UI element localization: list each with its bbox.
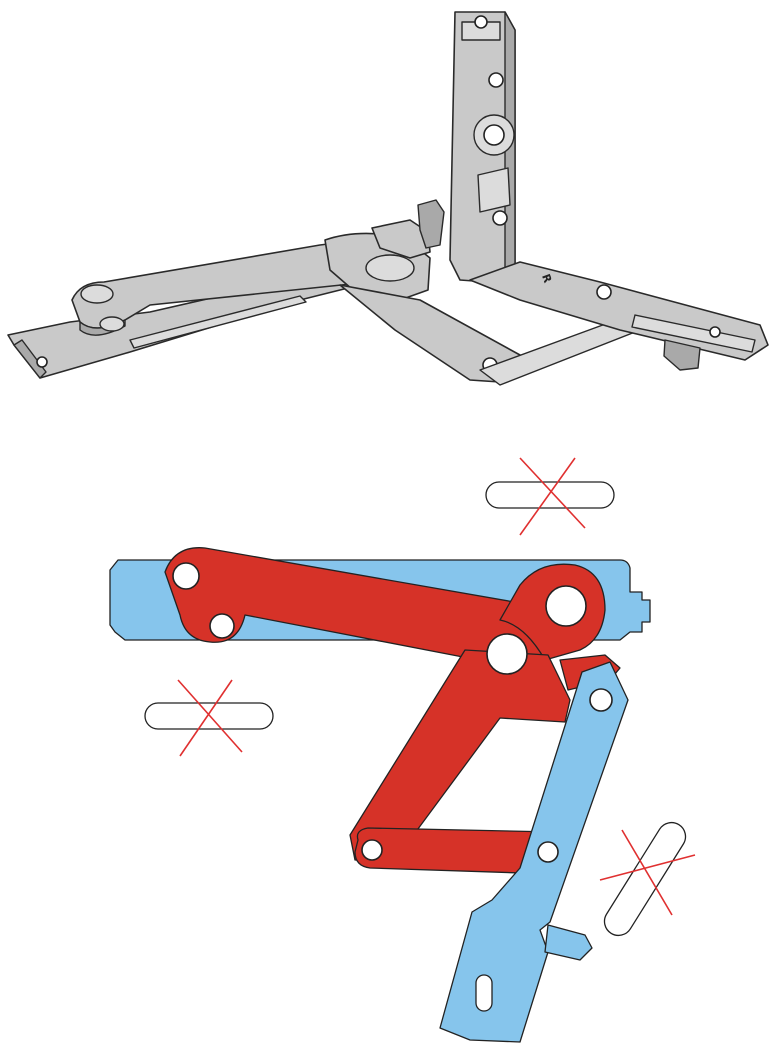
pivot-holes	[172, 562, 613, 863]
right-arm: R	[469, 261, 769, 371]
left-rail	[7, 267, 361, 379]
hinge-3d-render: R	[7, 11, 769, 386]
center-pivot	[324, 199, 445, 301]
linkage-diagram	[109, 457, 696, 1043]
lower-link	[339, 284, 641, 386]
blue-swing-arm	[439, 661, 629, 1043]
slot-crossed-out-icon	[599, 821, 696, 937]
vertical-post	[449, 11, 516, 283]
slot-crossed-out-icon	[485, 457, 615, 536]
slot-crossed-out-icon	[144, 679, 274, 757]
red-linkage	[164, 547, 621, 875]
